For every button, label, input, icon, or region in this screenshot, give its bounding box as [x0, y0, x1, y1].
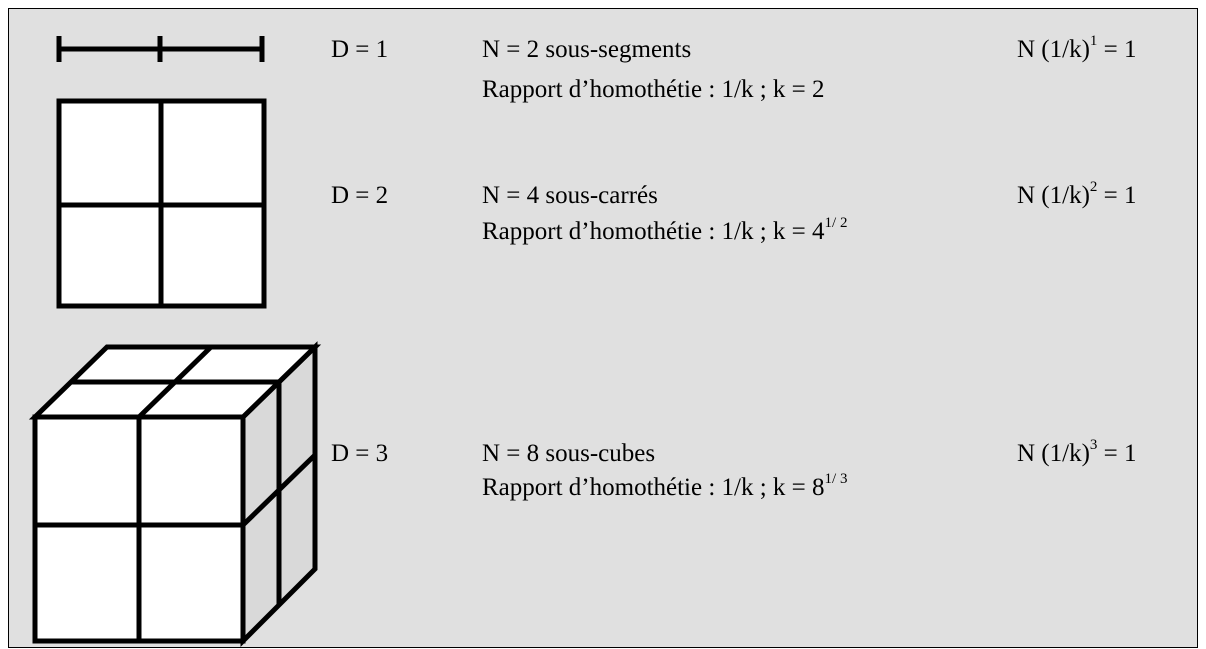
- formula-2: N (1/k)2 = 1: [1017, 180, 1137, 209]
- formula-tail-2: = 1: [1097, 182, 1137, 209]
- ratio-exponent-2: 1/ 2: [824, 215, 848, 231]
- figures: [28, 36, 322, 648]
- formula-base-3: N (1/k): [1017, 440, 1090, 467]
- segment-figure: [56, 36, 265, 62]
- ratio-exponent-3: 1/ 3: [824, 471, 848, 487]
- ratio-label-1: Rapport d’homothétie : 1/k ; k = 2: [482, 77, 825, 102]
- formula-1: N (1/k)1 = 1: [1017, 34, 1137, 63]
- formula-exponent-1: 1: [1089, 33, 1098, 49]
- formula-tail-1: = 1: [1097, 36, 1137, 63]
- count-label-1: N = 2 sous-segments: [482, 36, 692, 63]
- ratio-text-2: Rapport d’homothétie : 1/k ; k = 4: [482, 218, 825, 245]
- dimension-label-2: D = 2: [331, 182, 389, 209]
- count-label-2: N = 4 sous-carrés: [482, 182, 658, 209]
- formula-base-2: N (1/k): [1017, 182, 1090, 209]
- ratio-text-3: Rapport d’homothétie : 1/k ; k = 8: [482, 474, 825, 501]
- formula-3: N (1/k)3 = 1: [1017, 438, 1137, 467]
- count-label-3: N = 8 sous-cubes: [482, 440, 656, 467]
- dimension-label-3: D = 3: [331, 440, 389, 467]
- square-figure: [56, 98, 267, 309]
- ratio-label-2: Rapport d’homothétie : 1/k ; k = 41/ 2: [482, 216, 847, 245]
- cube-figure: [28, 341, 322, 648]
- diagram-panel: D = 1 N = 2 sous-segments Rapport d’homo…: [8, 8, 1198, 648]
- formula-exponent-3: 3: [1089, 437, 1098, 453]
- dimension-label-1: D = 1: [331, 36, 389, 63]
- ratio-text-1: Rapport d’homothétie : 1/k ; k = 2: [482, 76, 825, 103]
- formula-exponent-2: 2: [1089, 179, 1098, 195]
- ratio-label-3: Rapport d’homothétie : 1/k ; k = 81/ 3: [482, 472, 847, 501]
- formula-tail-3: = 1: [1097, 440, 1137, 467]
- formula-base-1: N (1/k): [1017, 36, 1090, 63]
